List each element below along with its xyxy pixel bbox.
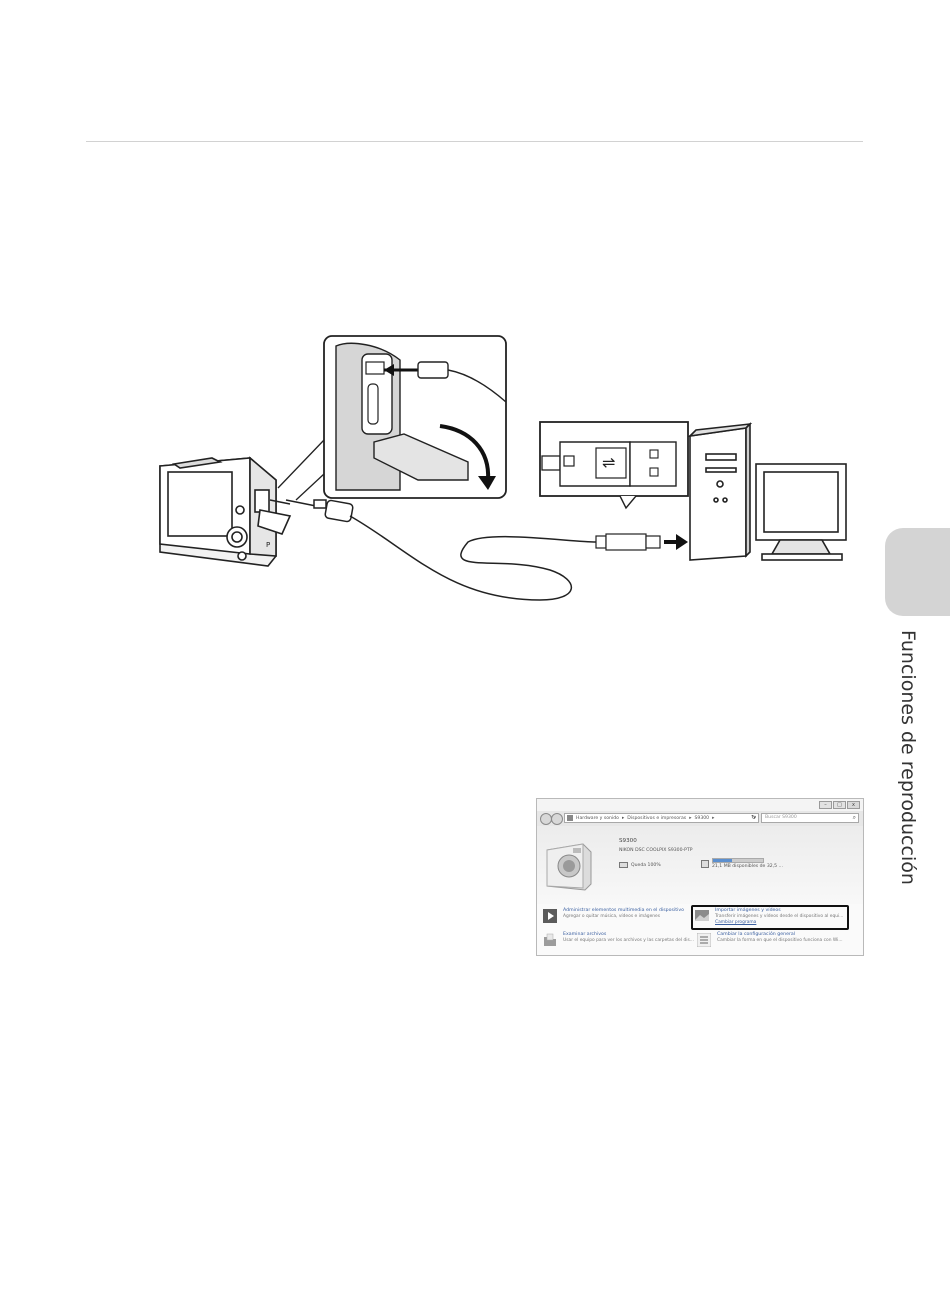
battery-text: Queda 100%: [631, 862, 661, 868]
usb-symbol: ⇌: [602, 453, 615, 472]
camera-device-icon: [546, 843, 592, 891]
address-bar[interactable]: Hardware y sonido ▸ Dispositivos e impre…: [564, 813, 759, 823]
task-title: Administrar elementos multimedia en el d…: [563, 908, 685, 913]
settings-list-icon: [697, 933, 711, 947]
storage-bar: [712, 858, 764, 863]
window-controls: – □ x: [819, 801, 860, 809]
disk-icon: [701, 859, 709, 868]
maximize-button[interactable]: □: [833, 801, 846, 809]
device-name: S9300: [619, 838, 637, 844]
image-icon: [695, 910, 709, 921]
pc-tower-icon: [687, 422, 753, 561]
breadcrumb-device[interactable]: S9300: [694, 815, 710, 821]
refresh-icon[interactable]: ↻: [750, 814, 757, 821]
device-tasks: Administrar elementos multimedia en el d…: [537, 904, 863, 955]
search-icon: ⌕: [852, 814, 856, 821]
usb-plug-small: [595, 533, 688, 551]
task-title: Cambiar la configuración general: [717, 932, 796, 937]
svg-text:P: P: [266, 541, 270, 549]
minimize-button[interactable]: –: [819, 801, 832, 809]
battery-status: Queda 100%: [619, 862, 661, 868]
breadcrumb-devices[interactable]: Dispositivos e impresoras: [627, 815, 687, 821]
change-program-link[interactable]: Cambiar programa: [715, 920, 757, 925]
task-general-settings[interactable]: Cambiar la configuración general Cambiar…: [695, 931, 851, 953]
close-button[interactable]: x: [847, 801, 860, 809]
usb-cable: [269, 499, 597, 601]
breadcrumb-hardware[interactable]: Hardware y sonido: [576, 815, 619, 821]
section-tab-label: Funciones de reproducción: [897, 630, 919, 885]
forward-button[interactable]: [551, 813, 563, 825]
task-title: Importar imágenes y vídeos: [715, 908, 781, 913]
camera-icon: P: [159, 456, 292, 567]
usb-plug-callout: ⇌: [539, 421, 689, 510]
search-input[interactable]: Buscar S9300 ⌕: [761, 813, 859, 823]
task-title: Examinar archivos: [563, 932, 607, 937]
task-desc: Transferir imágenes y vídeos desde el di…: [715, 914, 844, 919]
header-rule: [86, 141, 863, 142]
storage-text: 21,1 MB disponibles de 32,5 ...: [712, 864, 783, 869]
port-detail-callout: [323, 335, 507, 499]
task-desc: Agregar o quitar música, vídeos e imágen…: [563, 914, 661, 919]
folder-icon: [567, 815, 573, 821]
play-icon: [543, 909, 557, 923]
folder-icon: [544, 933, 556, 946]
usb-connection-illustration: P ⇌: [159, 335, 847, 601]
search-placeholder: Buscar S9300: [765, 815, 797, 820]
task-manage-media[interactable]: Administrar elementos multimedia en el d…: [541, 907, 697, 929]
device-stage-window: – □ x Hardware y sonido ▸ Dispositivos e…: [536, 798, 864, 956]
task-import-images[interactable]: Importar imágenes y vídeos Transferir im…: [691, 905, 849, 930]
battery-icon: [619, 862, 628, 868]
section-tab: [885, 528, 950, 616]
task-desc: Usar el equipo para ver los archivos y l…: [563, 938, 694, 943]
monitor-icon: [755, 463, 847, 561]
storage-status: 21,1 MB disponibles de 32,5 ...: [701, 858, 783, 869]
device-model: NIKON DSC COOLPIX S9300-PTP: [619, 848, 693, 853]
explorer-toolbar: Hardware y sonido ▸ Dispositivos e impre…: [537, 811, 863, 826]
task-browse-files[interactable]: Examinar archivos Usar el equipo para ve…: [541, 931, 697, 953]
device-header: S9300 NIKON DSC COOLPIX S9300-PTP Queda …: [537, 826, 863, 904]
task-desc: Cambiar la forma en que el dispositivo f…: [717, 938, 843, 943]
chevron-down-icon[interactable]: ▾: [753, 815, 756, 821]
